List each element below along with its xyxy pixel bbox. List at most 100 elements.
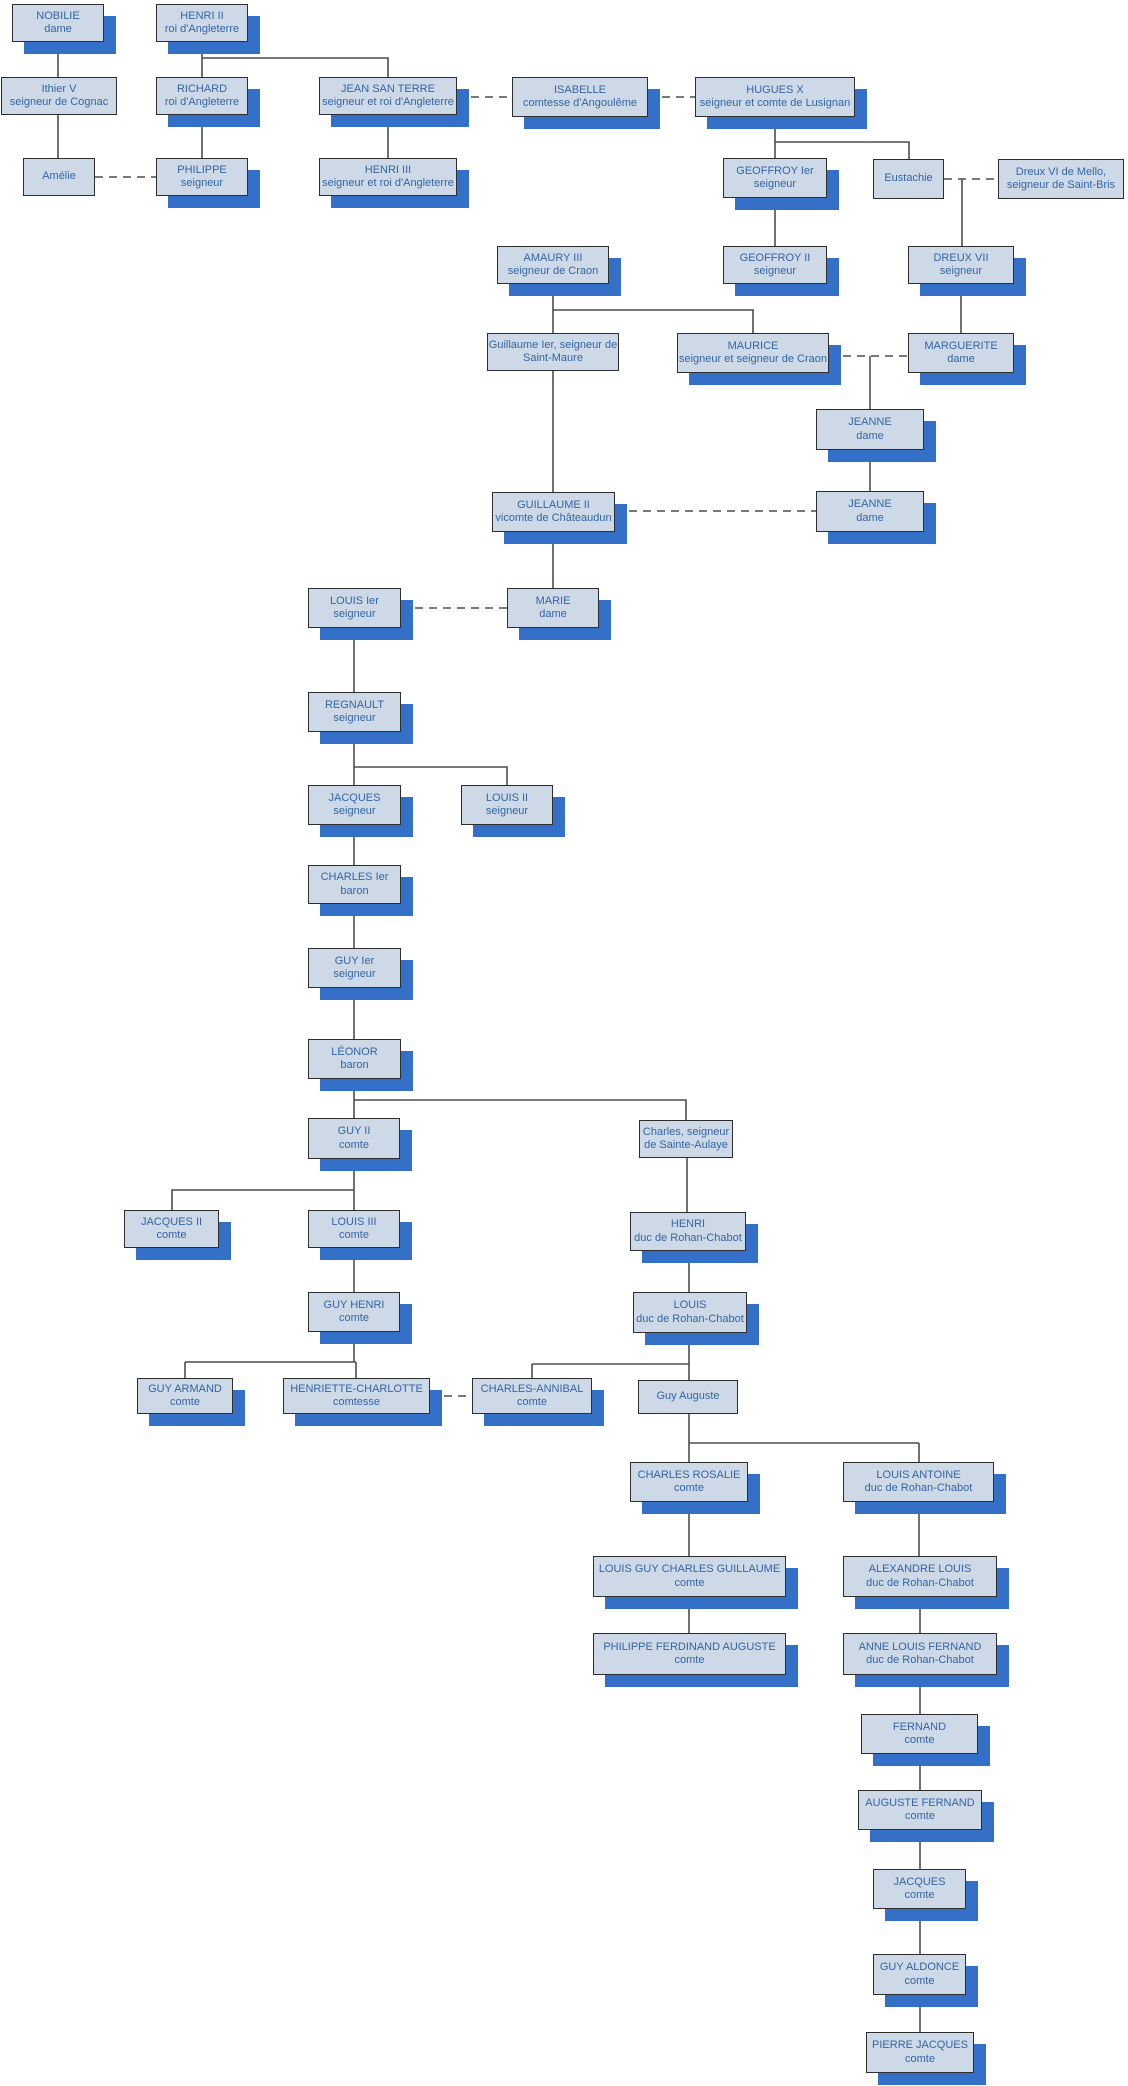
person-title: dame [856,511,884,524]
person-title: de Sainte-Aulaye [644,1139,728,1151]
person-title: roi d'Angleterre [164,96,240,108]
person-title: dame [947,353,975,365]
person-name: JACQUES [893,1875,946,1888]
person-title: comte [905,2052,935,2065]
person-title: seigneur [333,805,376,817]
person-title: duc de Rohan-Chabot [866,1654,974,1666]
person-name: JEANNE [848,498,892,510]
person-node-eustachie[interactable]: Eustachie [873,159,944,199]
person-node-amelie[interactable]: Amélie [23,158,95,196]
person-title: comtesse d'Angoulême [523,97,637,109]
person-node-guy-auguste[interactable]: Guy Auguste [638,1380,738,1414]
person-name: ALEXANDRE LOUIS [868,1563,972,1575]
person-name: JEANNE [848,416,892,428]
person-title: duc de Rohan-Chabot [866,1576,974,1589]
person-name: GEOFFROY Ier [736,164,814,177]
person-title: seigneur et roi d'Angleterre [322,96,454,108]
person-title: dame [539,608,567,620]
person-title: seigneur et comte de Lusignan [699,97,851,109]
person-title: Saint-Maure [523,352,583,364]
person-node-dreux-vi[interactable]: Dreux VI de Mello,seigneur de Saint-Bris [998,159,1124,199]
person-name: LOUIS GUY CHARLES GUILLAUME [598,1563,781,1575]
person-title: seigneur de Craon [507,265,599,277]
person-name: LOUIS III [331,1215,377,1228]
person-title: comte [339,1312,369,1324]
person-name: RICHARD [176,82,228,95]
person-title: seigneur et roi d'Angleterre [322,177,454,189]
person-title: comte [904,1889,935,1901]
person-title: comte [674,1482,704,1494]
person-title: comte [339,1229,369,1241]
person-name: ANNE LOUIS FERNAND [858,1640,982,1653]
person-name: GUY HENRI [323,1298,385,1311]
person-title: comte [905,1810,935,1822]
person-name: GUILLAUME II [517,498,590,511]
descent-line [202,57,389,77]
person-title: seigneur [180,177,224,189]
person-name: AUGUSTE FERNAND [865,1796,975,1809]
person-name: PHILIPPE [177,163,227,176]
person-name: JEAN SAN TERRE [341,82,435,95]
person-title: comte [156,1229,187,1241]
person-title: seigneur [753,265,797,277]
person-name: PIERRE JACQUES [872,2039,968,2051]
person-name: Guillaume Ier, seigneur de [488,338,618,351]
person-name: GUY Ier [334,954,375,967]
person-name: FERNAND [892,1720,947,1733]
person-name: MARIE [535,594,571,607]
person-name: CHARLES-ANNIBAL [480,1382,584,1395]
person-name: NOBILIE [36,9,80,22]
person-title: dame [44,23,72,35]
person-name: LÉONOR [331,1045,378,1058]
